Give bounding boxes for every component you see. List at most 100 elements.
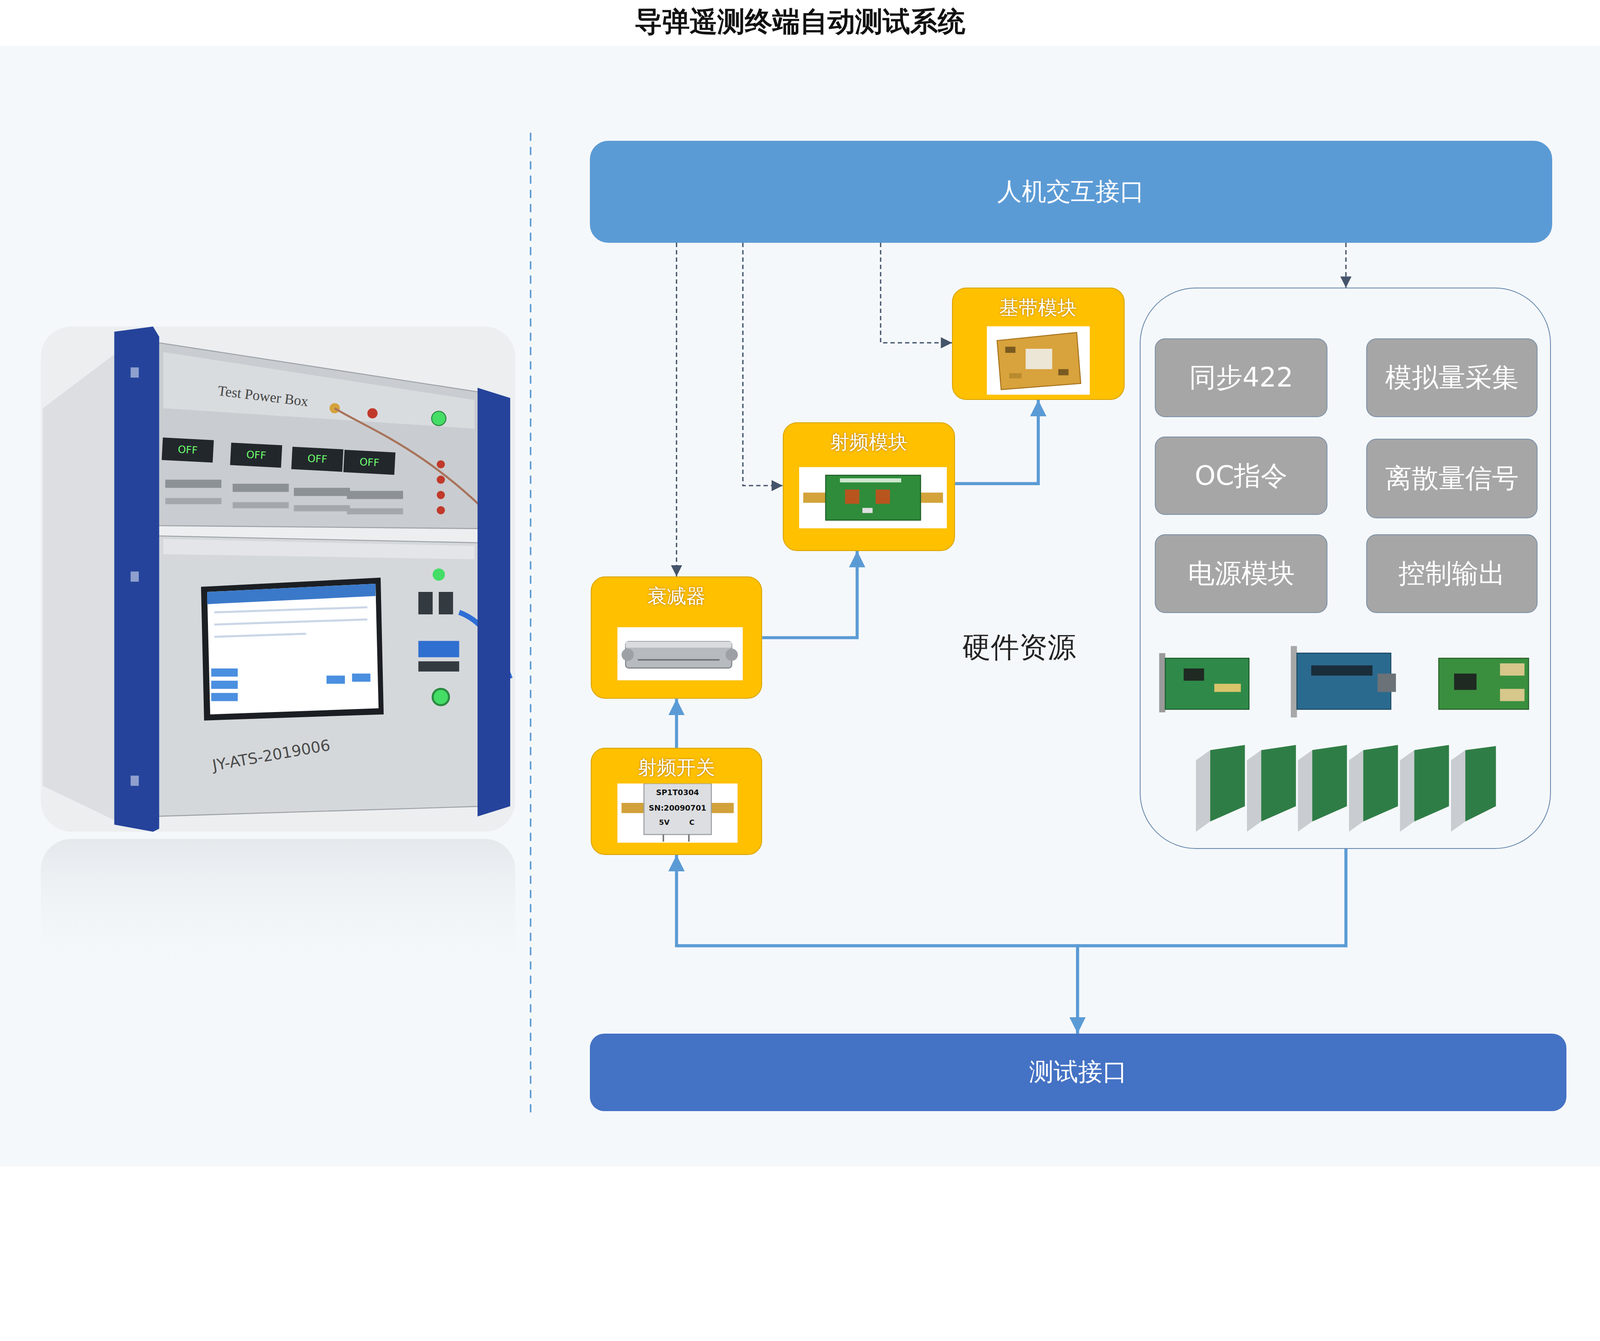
module-picture-part (617, 783, 738, 843)
pin-name: 5V (659, 818, 670, 827)
hardware-cards-part (1214, 683, 1241, 692)
equipment-photo-part (477, 387, 511, 817)
hardware-cards-part (1454, 673, 1477, 691)
module-picture-part (662, 834, 665, 843)
signal-connector (1077, 849, 1346, 1034)
equipment-photo-part (40, 839, 516, 983)
interface-band: 测试接口 (589, 1033, 1567, 1112)
module-heading: 基带模块 (952, 294, 1124, 321)
node-label: 电源模块 (1187, 555, 1295, 592)
display-text-wrap: OFF (245, 448, 267, 462)
serial-number: JY-ATS-2019006 (210, 735, 332, 774)
node-label: 人机交互接口 (997, 175, 1145, 209)
hardware-cards-part (1500, 663, 1525, 676)
equipment-photo-part (347, 508, 404, 515)
module-picture-part (996, 332, 1081, 391)
equipment-photo-part (367, 408, 378, 419)
hardware-cards-part (1312, 745, 1348, 822)
module-box: 射频模块 (782, 422, 956, 552)
resource-box: 离散量信号 (1366, 438, 1538, 519)
module-picture-part (621, 803, 644, 814)
part-number-wrap: SP1T0304 (656, 788, 700, 797)
module-picture-part (1004, 347, 1016, 354)
hardware-cards-part (1438, 658, 1529, 710)
module-picture-part (617, 627, 743, 681)
module-box: 射频开关 (590, 747, 763, 856)
module-heading: 射频模块 (783, 429, 955, 456)
equipment-photo-part (43, 352, 118, 822)
node-label: 射频模块 (830, 430, 908, 454)
hardware-cards-part (1377, 673, 1396, 693)
node-label: 测试接口 (1029, 1055, 1128, 1089)
hardware-cards-part (1296, 653, 1391, 710)
equipment-photo-part (418, 661, 460, 672)
resource-group: 硬件资源同步422模拟量采集OC指令离散量信号电源模块控制输出 (1139, 287, 1551, 849)
hardware-cards-part (1348, 750, 1364, 832)
hardware-cards-part (1159, 653, 1166, 713)
pin-name-wrap: 5V (659, 818, 670, 827)
signal-connector (676, 855, 1078, 1034)
pin-name: C (689, 818, 695, 827)
module-picture (799, 467, 948, 529)
equipment-photo-part (431, 411, 446, 426)
hardware-cards-part (1465, 746, 1496, 822)
equipment-photo-part (130, 775, 139, 787)
module-picture-part (825, 475, 921, 521)
display-text: OFF (245, 448, 267, 462)
module-picture-part (625, 641, 732, 649)
module-picture-part (725, 648, 738, 661)
node-label: 基带模块 (999, 296, 1077, 320)
resource-box: 电源模块 (1154, 534, 1328, 613)
equipment-photo-part (214, 619, 368, 625)
equipment-photo-part (294, 505, 351, 512)
equipment-photo-part (114, 326, 159, 832)
hardware-cards (1159, 646, 1529, 832)
module-picture-part (1025, 348, 1053, 369)
equipment-photo-part (232, 502, 289, 509)
equipment-photo-part (436, 460, 445, 469)
equipment-photo-part (130, 571, 139, 583)
module-box: 衰减器 (590, 576, 763, 699)
equipment-photo-part (326, 675, 345, 684)
diagram-title: 导弹遥测终端自动测试系统 (634, 5, 966, 38)
equipment-photo-part (40, 326, 516, 832)
module-picture-part (637, 659, 720, 662)
divider-line (530, 132, 532, 1113)
module-box: 基带模块 (951, 287, 1125, 400)
module-picture-part (688, 834, 690, 843)
hardware-cards-part (1210, 745, 1246, 822)
hardware-cards-part (1183, 668, 1204, 681)
equipment-photo-part (294, 487, 351, 497)
equipment-photo-part (211, 693, 239, 702)
module-picture-part (1009, 373, 1022, 379)
node-label: 衰减器 (647, 584, 706, 608)
equipment-photo-part (165, 479, 222, 488)
display-text-wrap: OFF (177, 443, 198, 457)
module-heading: 衰减器 (591, 583, 762, 610)
pin-name-wrap: C (689, 818, 695, 827)
module-picture-part (844, 489, 859, 505)
hardware-cards-part (1196, 750, 1211, 832)
control-connector (742, 242, 783, 486)
equipment-photo-part (207, 583, 379, 715)
module-picture-part (799, 467, 948, 529)
equipment-photo-part (232, 483, 289, 493)
module-picture (986, 326, 1090, 395)
resource-box: 控制输出 (1366, 534, 1538, 613)
control-connector (675, 242, 678, 577)
equipment-photo-part (161, 437, 214, 463)
resource-box: 模拟量采集 (1366, 338, 1538, 417)
hardware-cards-part (1165, 658, 1249, 710)
node-label: 离散量信号 (1385, 460, 1519, 497)
part-number: SN:20090701 (648, 803, 707, 813)
part-number: SP1T0304 (656, 788, 700, 797)
part-number-wrap: SN:20090701 (648, 803, 707, 813)
equipment-photo-part (165, 498, 222, 505)
equipment-photo-part (130, 367, 139, 378)
module-picture (617, 627, 743, 681)
panel-ground (0, 46, 1600, 1167)
hardware-cards-part (1500, 688, 1525, 701)
equipment-photo-part (436, 490, 445, 500)
